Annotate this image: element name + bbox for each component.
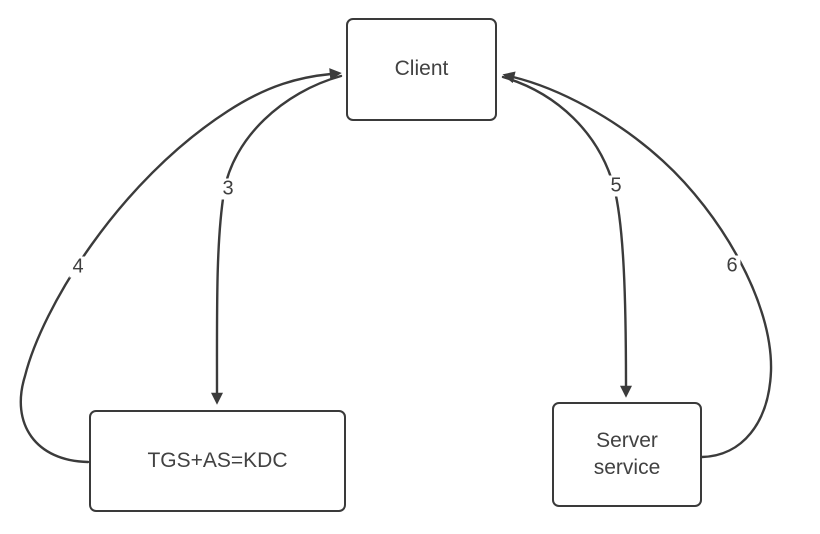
edge-label-5[interactable]: 5 bbox=[607, 175, 625, 197]
edge-label-4[interactable]: 4 bbox=[69, 256, 87, 278]
node-client[interactable]: Client bbox=[346, 18, 497, 121]
node-server-service-label: Server service bbox=[593, 429, 661, 479]
edge-6-arrow[interactable] bbox=[502, 71, 773, 459]
edge-4-arrow[interactable] bbox=[19, 68, 342, 464]
node-kdc-label: TGS+AS=KDC bbox=[147, 448, 288, 472]
edge-label-6[interactable]: 6 bbox=[723, 255, 741, 277]
node-server-service[interactable]: Server service bbox=[552, 402, 702, 507]
node-client-label: Client bbox=[394, 57, 449, 81]
edge-3-arrow[interactable] bbox=[210, 74, 343, 405]
edge-5-arrow[interactable] bbox=[501, 75, 632, 398]
node-kdc[interactable]: TGS+AS=KDC bbox=[89, 410, 346, 512]
edge-label-3[interactable]: 3 bbox=[219, 178, 237, 200]
